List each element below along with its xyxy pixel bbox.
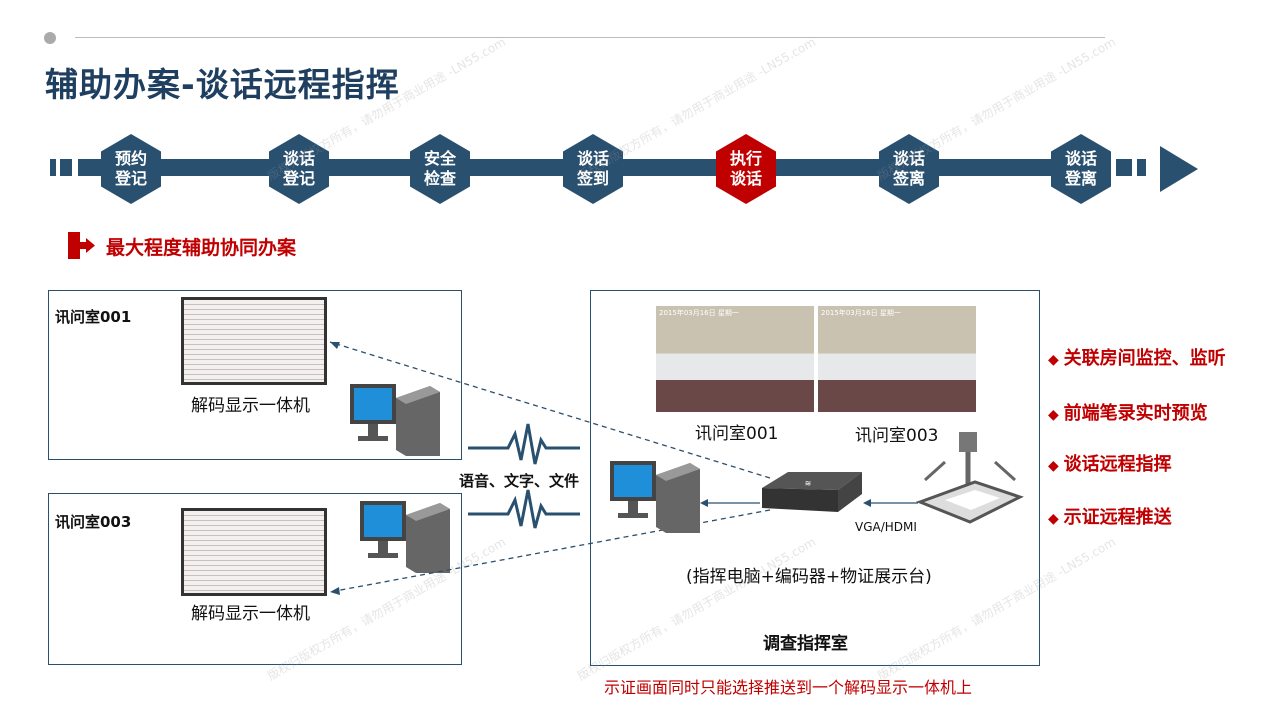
decoder-display-monitor xyxy=(181,297,327,385)
decoder-display-label: 解码显示一体机 xyxy=(191,604,310,624)
timeline-dash xyxy=(1137,159,1146,176)
step-execute-talk[interactable]: 执行谈话 xyxy=(716,134,776,204)
feature-bullet: 前端笔录实时预览 xyxy=(1048,399,1208,425)
step-check-in[interactable]: 谈话签到 xyxy=(563,134,623,204)
feature-bullet: 关联房间监控、监听 xyxy=(1048,344,1226,370)
header-rule xyxy=(75,37,1105,38)
camera-label-001: 讯问室001 xyxy=(695,424,779,444)
computer-icon xyxy=(350,384,440,456)
computer-icon xyxy=(360,501,450,573)
camera-feed-003: 2015年03月16日 星期一 xyxy=(818,306,976,412)
svg-text:≋: ≋ xyxy=(805,479,812,488)
equipment-label: (指挥电脑+编码器+物证展示台) xyxy=(686,567,932,587)
camera-label-003: 讯问室003 xyxy=(855,426,939,446)
step-register[interactable]: 谈话登记 xyxy=(269,134,329,204)
encoder-icon: ≋ xyxy=(762,472,862,512)
timeline-dash xyxy=(60,159,72,176)
vga-hdmi-label: VGA/HDMI xyxy=(855,520,917,534)
feature-bullet: 谈话远程指挥 xyxy=(1048,450,1172,476)
header-dot xyxy=(44,32,56,44)
step-security-check[interactable]: 安全检查 xyxy=(410,134,470,204)
room-001-panel xyxy=(48,290,462,460)
footnote: 示证画面同时只能选择推送到一个解码显示一体机上 xyxy=(604,678,973,697)
command-room-name: 调查指挥室 xyxy=(763,634,848,654)
step-leave[interactable]: 谈话登离 xyxy=(1051,134,1111,204)
decoder-display-monitor xyxy=(181,508,327,596)
step-appointment[interactable]: 预约登记 xyxy=(101,134,161,204)
transmission-label: 语音、文字、文件 xyxy=(459,472,580,490)
room-003-panel xyxy=(48,493,462,665)
page-title: 辅助办案-谈话远程指挥 xyxy=(45,65,400,104)
command-room-panel xyxy=(590,290,1040,666)
command-computer-icon xyxy=(610,461,700,533)
step-sign-out[interactable]: 谈话签离 xyxy=(879,134,939,204)
arrow-bracket-icon xyxy=(68,232,95,259)
timeline-arrow-icon xyxy=(1160,146,1198,192)
signal-wave-icon xyxy=(468,423,580,529)
timeline-dash xyxy=(50,159,56,176)
feature-bullet: 示证远程推送 xyxy=(1048,503,1172,529)
evidence-presenter-icon xyxy=(915,432,1024,524)
camera-feed-001: 2015年03月16日 星期一 xyxy=(656,306,814,412)
decoder-display-label: 解码显示一体机 xyxy=(191,396,310,416)
room-001-label: 讯问室001 xyxy=(55,308,132,326)
subheading: 最大程度辅助协同办案 xyxy=(106,237,297,259)
room-003-label: 讯问室003 xyxy=(55,513,132,531)
timeline-dash xyxy=(1116,159,1132,176)
